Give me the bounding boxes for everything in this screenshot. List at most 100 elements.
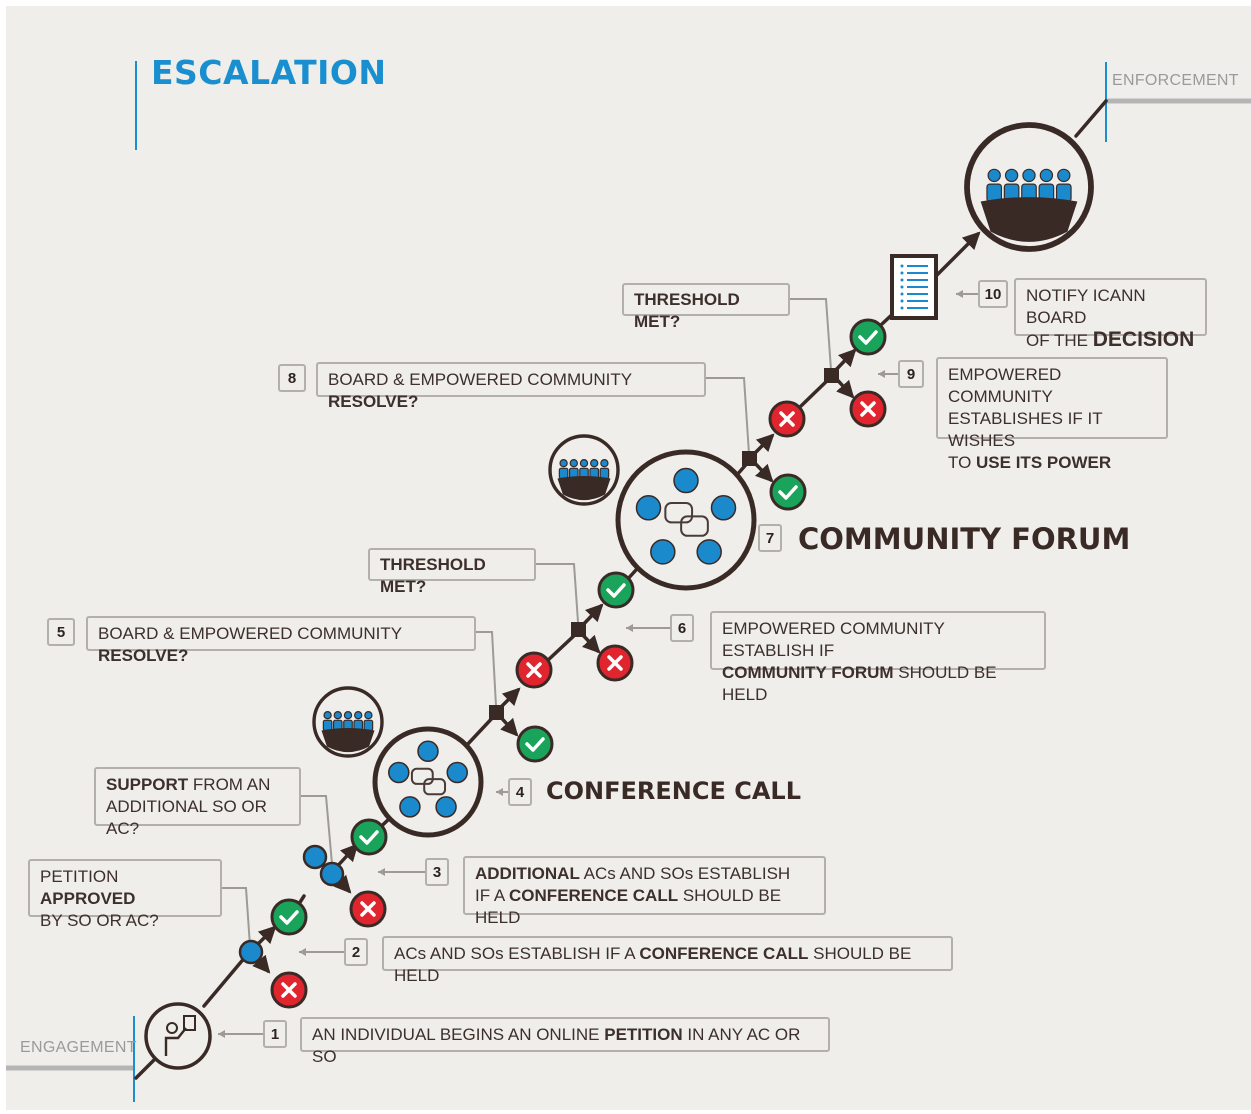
check-icon: [516, 725, 554, 763]
conference-group-icon-head: [333, 711, 342, 720]
community-forum-hub-participant: [710, 495, 737, 521]
connector-step-5: [476, 631, 497, 707]
conference-call-hub-participant: [399, 796, 421, 818]
petition-icon-ring: [144, 1002, 212, 1070]
step-5-description: BOARD & EMPOWERED COMMUNITY RESOLVE?: [86, 616, 476, 665]
text-segment: EMPOWERED COMMUNITY ESTABLISH IF: [722, 619, 945, 660]
decision-node-2a: [302, 844, 328, 870]
emphasis-text: CONFERENCE CALL: [639, 944, 809, 963]
document-icon-bullet: [900, 264, 904, 268]
conference-call-hub-participant: [435, 796, 457, 818]
connector-q-support: [301, 795, 333, 865]
document-icon-bullet: [900, 271, 904, 275]
connector-step-6-tip: [626, 624, 633, 632]
document-icon-bullet: [900, 278, 904, 282]
check-icon: [270, 898, 308, 936]
text-segment: OF THE: [1026, 331, 1093, 350]
connector-step-2-tip: [299, 948, 306, 956]
document-icon-bullet: [900, 292, 904, 296]
connector-q-petition: [222, 887, 251, 947]
text-segment: SHOULD BE HELD: [722, 663, 997, 704]
emphasis-text: USE ITS POWER: [976, 453, 1112, 472]
cross-icon: [349, 890, 387, 928]
decision-node-1: [238, 939, 264, 965]
connector-step-8: [706, 377, 750, 455]
forum-group-icon-head: [559, 459, 568, 468]
check-icon-circle: [597, 571, 635, 609]
connector-step-1-tip: [218, 1030, 225, 1038]
community-forum-hub-participant: [650, 539, 676, 565]
check-icon-circle: [516, 725, 554, 763]
check-icon-mark: [778, 485, 798, 500]
emphasis-text: PETITION: [604, 1025, 683, 1044]
forum-group-icon: [548, 434, 620, 506]
decision-node-2b: [319, 861, 345, 887]
connector-step-4-tip: [496, 788, 503, 796]
text-segment: PETITION: [40, 867, 119, 886]
step-9-number: 9: [898, 360, 924, 388]
community-forum-hub-participant: [635, 495, 662, 521]
emphasis-text: RESOLVE?: [328, 392, 419, 411]
conference-group-icon: [312, 686, 384, 758]
icann-board-icon-head: [1004, 168, 1019, 183]
icann-board-icon: [964, 122, 1094, 252]
check-icon-mark: [279, 910, 299, 925]
conference-call-hub-participant: [388, 761, 410, 784]
icann-board-icon-head: [1057, 168, 1071, 183]
check-icon: [597, 571, 635, 609]
step-7-number: 7: [758, 524, 782, 552]
community-forum-hub-bubble-a: [664, 502, 694, 524]
petition-icon-body: [164, 1027, 187, 1056]
text-segment: EMPOWERED COMMUNITY: [948, 365, 1062, 406]
cross-icon-mark: [360, 901, 376, 917]
forum-group-icon-body: [558, 467, 569, 480]
icann-board-icon-head: [987, 168, 1001, 183]
icann-board-icon-head: [1022, 168, 1036, 183]
community-forum-hub-bubble-b: [680, 515, 709, 537]
text-segment: ADDITIONAL SO OR AC?: [106, 797, 267, 838]
text-segment: IF A: [475, 886, 510, 905]
check-icon: [849, 318, 887, 356]
step-5-number: 5: [47, 618, 75, 646]
community-forum-hub-participant: [696, 539, 722, 565]
conference-group-icon-body: [322, 719, 333, 732]
step-2-description: ACs AND SOs ESTABLISH IF A CONFERENCE CA…: [382, 936, 953, 985]
cross-icon: [849, 390, 887, 428]
path-1-2: [202, 954, 248, 1008]
petition-icon-head: [166, 1022, 178, 1034]
step-4-number: 4: [508, 778, 532, 806]
decision-nodes: [238, 368, 839, 965]
page-title: ESCALATION: [151, 53, 387, 92]
conference-group-icon-body: [363, 719, 374, 732]
emphasis-text: CONFERENCE CALL: [509, 886, 679, 905]
check-icon-circle: [769, 473, 807, 511]
forum-group-icon-body: [599, 467, 610, 480]
text-segment: ACs AND SOs ESTABLISH IF A: [394, 944, 640, 963]
question-threshold-met-1: THRESHOLD MET?: [368, 548, 536, 596]
cross-icon-mark: [281, 982, 297, 998]
text-segment: ESTABLISHES IF IT WISHES: [948, 409, 1103, 450]
emphasis-text: THRESHOLD MET?: [634, 290, 740, 331]
connector-step-3-tip: [378, 868, 385, 876]
check-icon: [769, 473, 807, 511]
check-icon-circle: [270, 898, 308, 936]
check-icon-mark: [525, 737, 545, 752]
check-icon: [350, 818, 388, 856]
step-2-number: 2: [344, 938, 368, 966]
document-icon-bullet: [900, 306, 904, 310]
connector-q-threshold-1: [536, 563, 579, 623]
text-segment: AN INDIVIDUAL BEGINS AN ONLINE: [312, 1025, 605, 1044]
text-segment: BY SO OR AC?: [40, 911, 159, 930]
decision-node-6: [824, 368, 839, 383]
text-segment: SHOULD BE HELD: [394, 944, 912, 985]
conference-group-icon-head: [323, 711, 332, 720]
step-8-description: BOARD & EMPOWERED COMMUNITY RESOLVE?: [316, 362, 706, 411]
connector-step-9-tip: [878, 370, 885, 378]
conference-group-icon-head: [364, 711, 373, 720]
check-icon-mark: [359, 830, 379, 845]
forum-group-icon-table: [557, 475, 611, 501]
